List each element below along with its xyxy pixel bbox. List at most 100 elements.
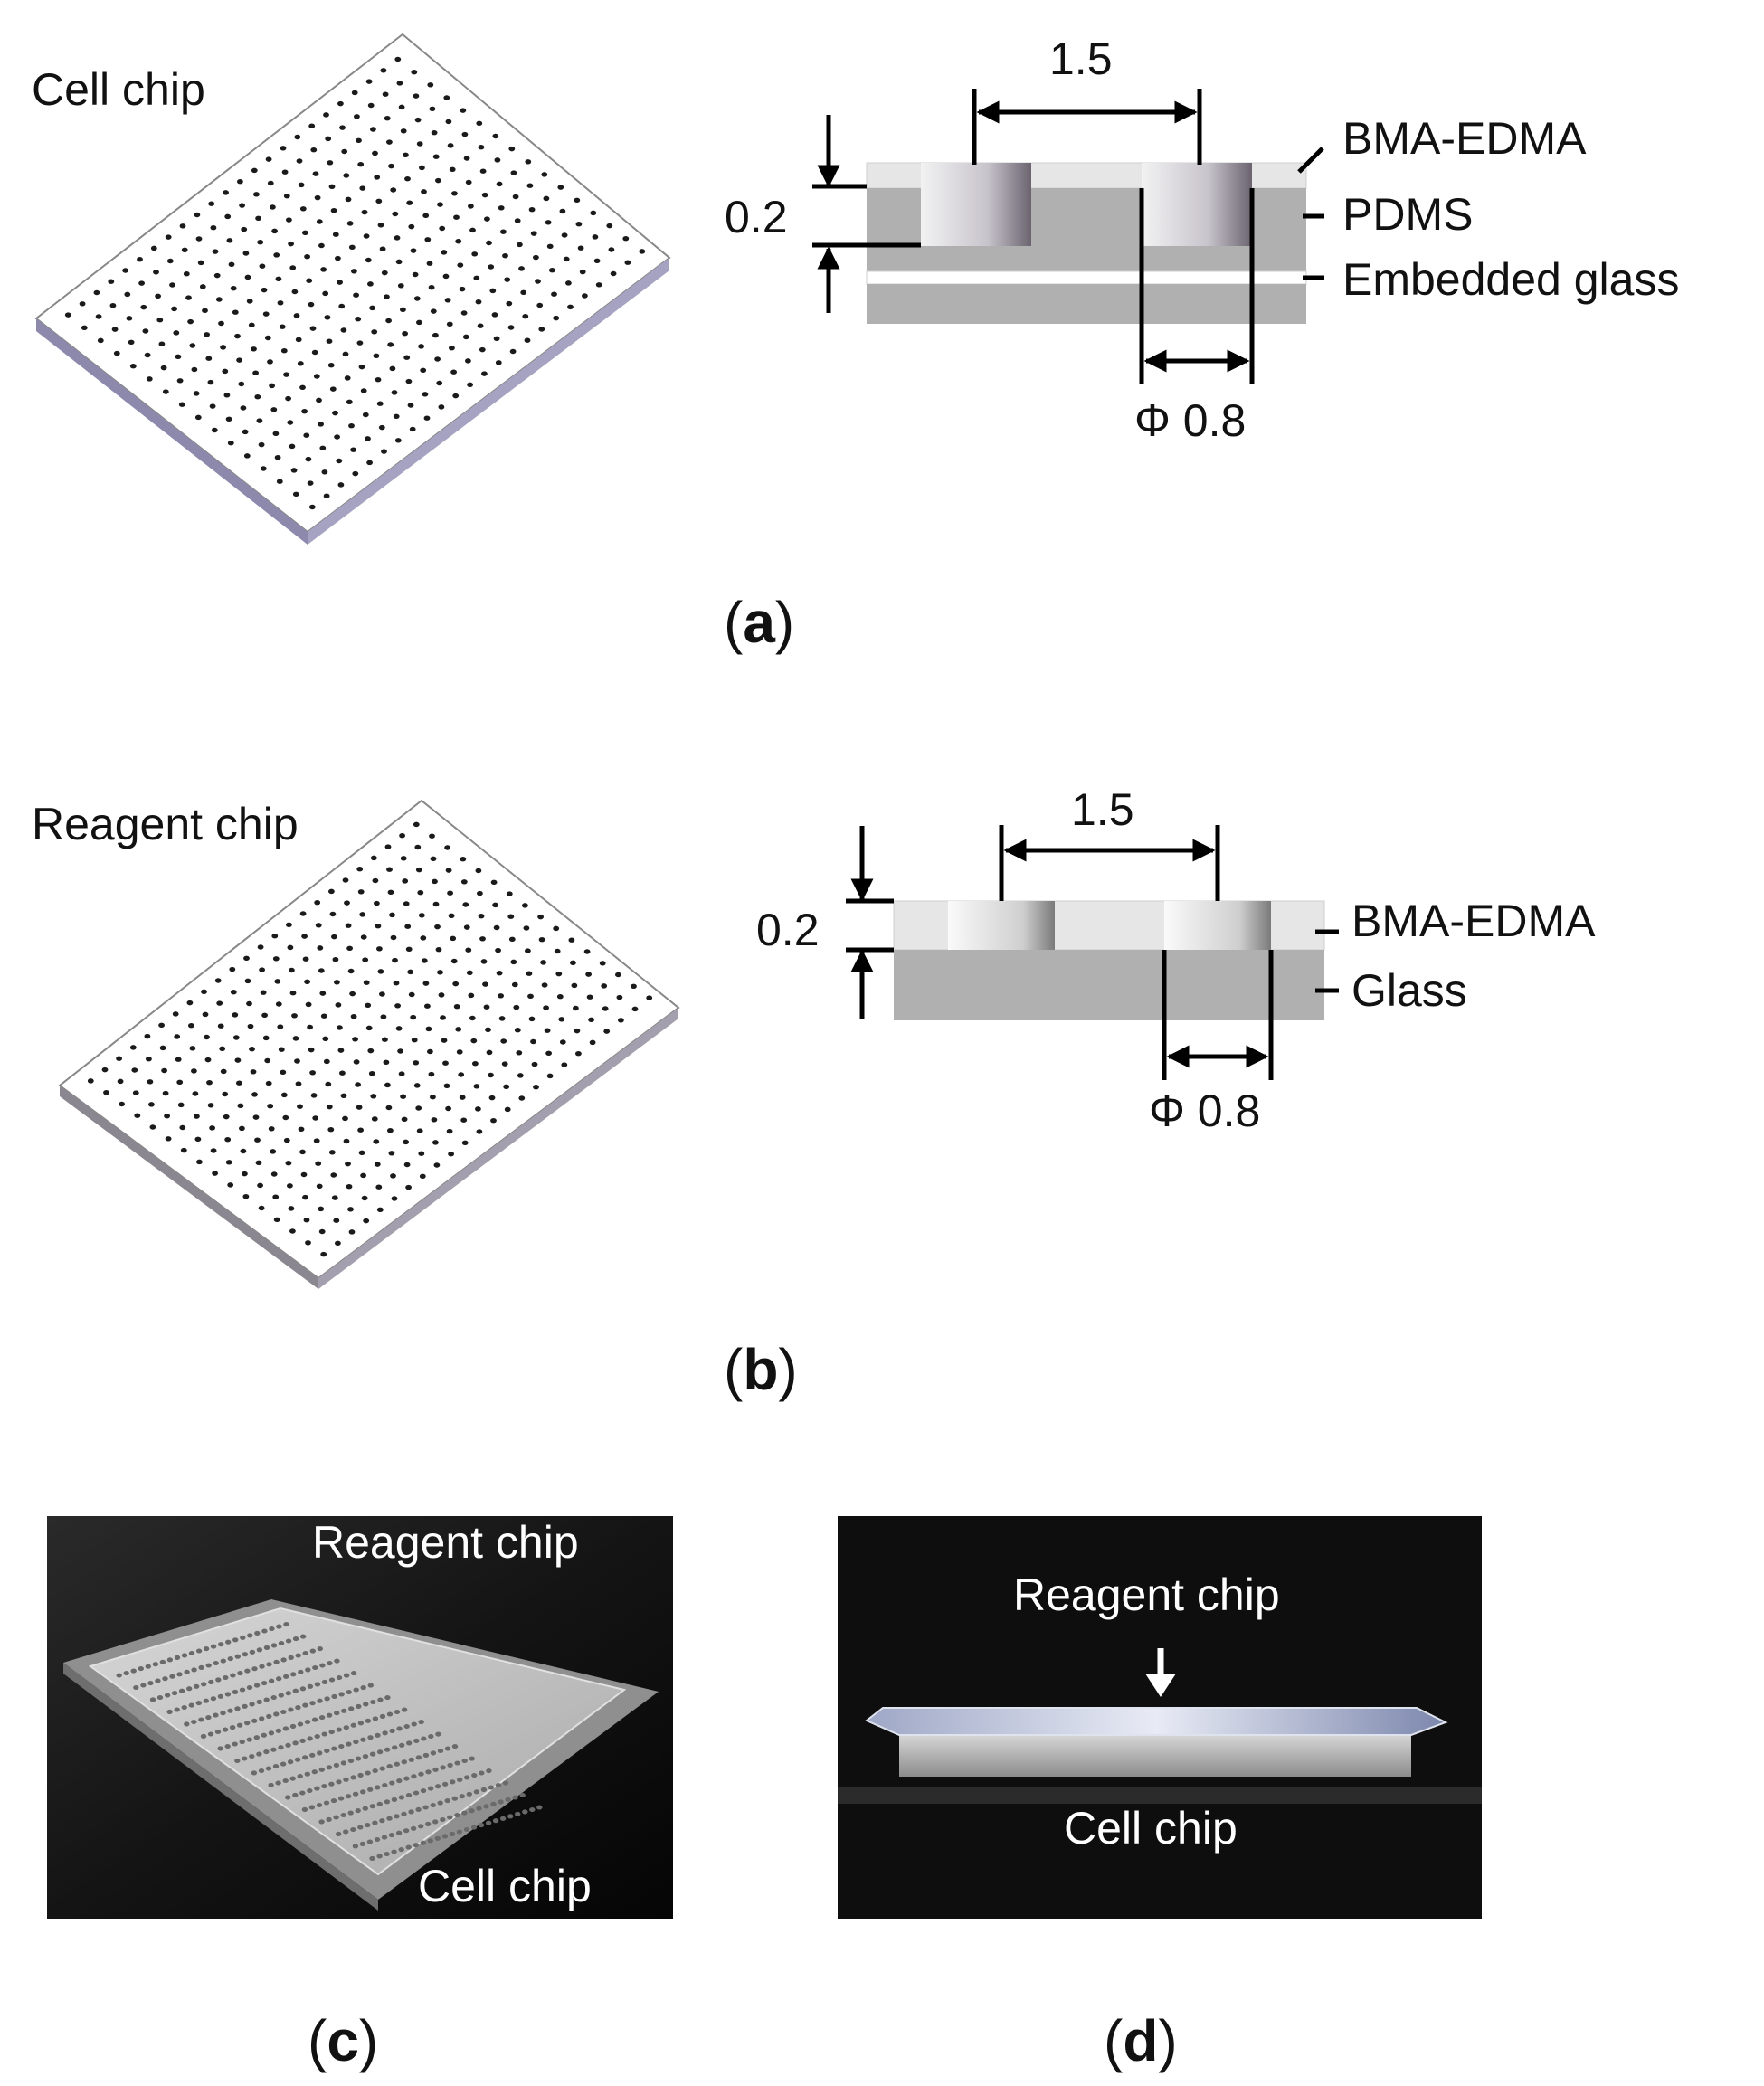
well-dot <box>342 1115 348 1122</box>
well-dot <box>278 1047 285 1052</box>
well <box>1142 163 1252 246</box>
well-dot <box>397 1048 403 1054</box>
well-dot <box>435 946 442 953</box>
well-dot <box>332 410 338 416</box>
well-dot <box>317 945 324 951</box>
well-dot <box>583 949 591 954</box>
well-dot <box>522 1809 528 1815</box>
well-dot <box>543 195 550 202</box>
well-dot <box>486 1768 492 1774</box>
well-dot <box>401 1811 407 1816</box>
well-dot <box>265 1080 272 1086</box>
layer-label-bma-edma: BMA-EDMA <box>1342 113 1587 164</box>
well-dot <box>292 1036 299 1041</box>
well-dot <box>452 981 460 987</box>
well-dot <box>465 179 472 185</box>
well-dot <box>533 254 539 261</box>
well-dot <box>377 223 384 228</box>
well-dot <box>454 1760 460 1766</box>
well-dot <box>413 1790 420 1796</box>
well-dot <box>237 178 243 185</box>
well-dot <box>445 1105 451 1112</box>
well-dot <box>178 1688 185 1693</box>
well-dot <box>434 1835 441 1841</box>
well-dot <box>149 1124 156 1130</box>
well-dot <box>148 1102 155 1107</box>
well-dot <box>444 1798 450 1804</box>
well-dot <box>391 1849 397 1854</box>
well-dot <box>432 1819 439 1825</box>
well-dot <box>312 171 319 176</box>
well-dot <box>330 1172 337 1178</box>
well-dot <box>229 966 236 972</box>
well-dot <box>254 1137 261 1143</box>
well-dot <box>306 278 313 283</box>
well-dot <box>319 445 327 451</box>
well-dot <box>568 937 575 943</box>
well-dot <box>117 1078 124 1085</box>
well-dot <box>631 983 637 990</box>
well-dot <box>460 108 467 113</box>
well-dot <box>299 911 307 916</box>
well-dot <box>316 219 323 224</box>
well-dot <box>431 129 438 136</box>
well-dot <box>507 325 515 330</box>
well-dot <box>267 180 274 186</box>
well-dot <box>212 249 219 254</box>
well-dot <box>470 1038 478 1044</box>
well-dot <box>334 1711 340 1716</box>
well-dot <box>268 1126 275 1132</box>
well-dot <box>291 1013 298 1019</box>
well-dot <box>244 1668 251 1674</box>
well-dot <box>430 1750 437 1756</box>
well-dot <box>174 1034 181 1039</box>
well-dot <box>309 1701 316 1706</box>
well-dot <box>375 1732 381 1738</box>
well-dot <box>456 1829 463 1835</box>
dimension-lines-a <box>812 89 1324 384</box>
well-dot <box>425 1026 432 1032</box>
well-dot <box>430 1094 436 1100</box>
well-dot <box>432 1140 439 1145</box>
well-dot <box>372 1716 379 1721</box>
well-dot <box>299 384 306 391</box>
well-dot <box>329 386 337 392</box>
well-dot <box>508 936 516 943</box>
well-dot <box>422 392 429 397</box>
well-dot <box>428 1733 434 1740</box>
well-dot <box>373 1139 380 1144</box>
well-dot <box>418 1720 424 1725</box>
well-dot <box>346 1741 352 1747</box>
well-dot <box>206 1079 213 1086</box>
well-dot <box>232 1741 238 1747</box>
well-dot <box>251 1092 258 1097</box>
well-dot <box>469 1808 475 1814</box>
well-dot <box>403 152 409 158</box>
well-dot <box>522 313 529 319</box>
well-dot <box>242 1652 249 1657</box>
well-dot <box>416 1128 423 1133</box>
well-dot <box>469 227 476 233</box>
well-dot <box>387 1127 394 1133</box>
well-dot <box>445 119 452 125</box>
well-dot <box>530 231 537 236</box>
well-dot <box>259 1716 265 1721</box>
well-dot <box>365 436 371 441</box>
well-dot <box>363 233 370 239</box>
well-dot <box>278 1640 285 1646</box>
well-dot <box>463 924 470 930</box>
well-dot <box>328 184 336 190</box>
well-dot <box>140 304 147 310</box>
well-dot <box>288 241 294 247</box>
well-dot <box>546 243 554 250</box>
well-dot <box>162 1676 168 1682</box>
well-dot <box>305 1001 312 1008</box>
well-dot <box>191 1068 197 1074</box>
well-dot <box>254 393 261 400</box>
well-dot <box>175 1057 182 1062</box>
well-dot <box>462 334 469 340</box>
well-dot <box>432 878 438 885</box>
well-dot <box>608 247 615 252</box>
well-dot <box>403 1139 409 1145</box>
